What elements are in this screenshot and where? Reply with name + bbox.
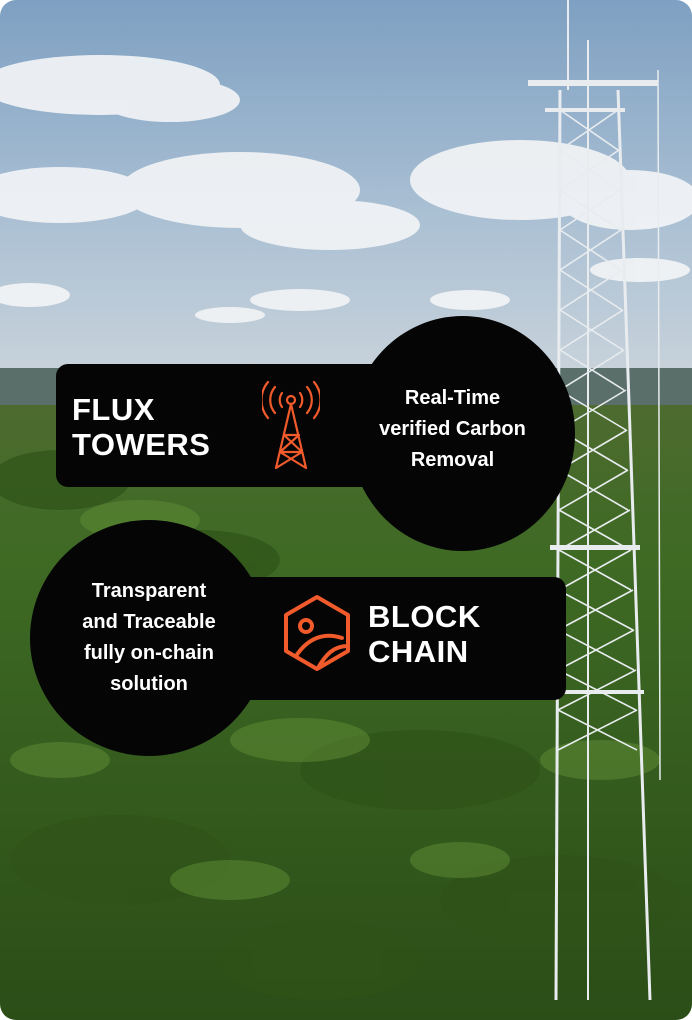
flux-description-line: Real-Time	[404, 387, 501, 409]
flux-description-line: verified Carbon	[379, 418, 526, 440]
flux-towers-title: FLUX TOWERS	[72, 392, 211, 462]
flux-description-line: Removal	[410, 449, 495, 471]
blockchain-description-line: solution	[110, 673, 188, 695]
flux-towers-panel	[56, 364, 396, 487]
blockchain-description-line: and Traceable	[82, 611, 216, 633]
blockchain-title: BLOCK CHAIN	[368, 599, 481, 669]
blockchain-panel	[200, 577, 566, 700]
flux-towers-description: Real-Time verified Carbon Removal	[340, 383, 565, 476]
radio-tower-icon	[262, 380, 320, 470]
blockchain-title-line: BLOCK	[368, 599, 481, 634]
blockchain-description-line: Transparent	[91, 580, 207, 602]
hexagon-chain-icon	[284, 595, 350, 671]
flux-title-line: FLUX	[72, 392, 155, 427]
flux-title-line: TOWERS	[72, 427, 211, 462]
blockchain-description-line: fully on-chain	[84, 642, 214, 664]
blockchain-description: Transparent and Traceable fully on-chain…	[38, 576, 260, 700]
blockchain-title-line: CHAIN	[368, 634, 469, 669]
